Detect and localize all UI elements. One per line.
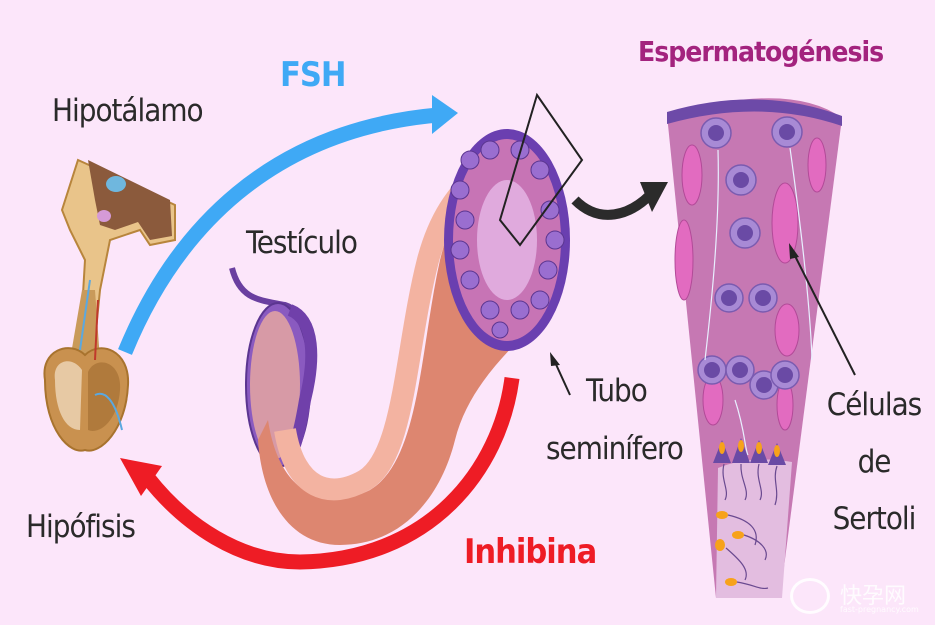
label-hypothalamus: Hipotálamo <box>52 93 204 129</box>
page-title: Espermatogénesis <box>638 35 884 68</box>
spermatogenesis-section <box>667 98 842 598</box>
label-fsh: FSH <box>280 55 347 95</box>
magnify-arrow <box>571 191 654 220</box>
watermark-logo-icon <box>790 578 830 614</box>
watermark-site: fast-pregnancy.com <box>840 605 919 614</box>
label-tubule-line1: Tubo <box>586 373 648 409</box>
hypothalamus-pituitary-illustration <box>43 158 176 452</box>
sertoli-pointer-arrow <box>791 249 856 376</box>
label-pituitary: Hipófisis <box>26 509 136 545</box>
label-sertoli-line2: de <box>857 444 892 480</box>
zoom-region-frame <box>498 92 584 247</box>
fsh-arrow <box>118 107 439 355</box>
watermark-brand: 快孕网 <box>840 584 907 609</box>
fsh-arrowhead <box>432 95 458 134</box>
tubule-pointer-arrow <box>553 359 571 396</box>
inhibin-arrowhead <box>120 458 162 496</box>
label-inhibin: Inhibina <box>464 532 597 572</box>
testicle-illustration <box>229 267 318 468</box>
label-tubule-line2: seminífero <box>546 431 684 467</box>
inhibin-arrow <box>142 377 520 570</box>
label-testicle: Testículo <box>246 225 358 261</box>
label-sertoli-line1: Células <box>826 387 922 423</box>
label-sertoli-line3: Sertoli <box>832 501 917 537</box>
seminiferous-tubule-illustration <box>258 92 584 545</box>
